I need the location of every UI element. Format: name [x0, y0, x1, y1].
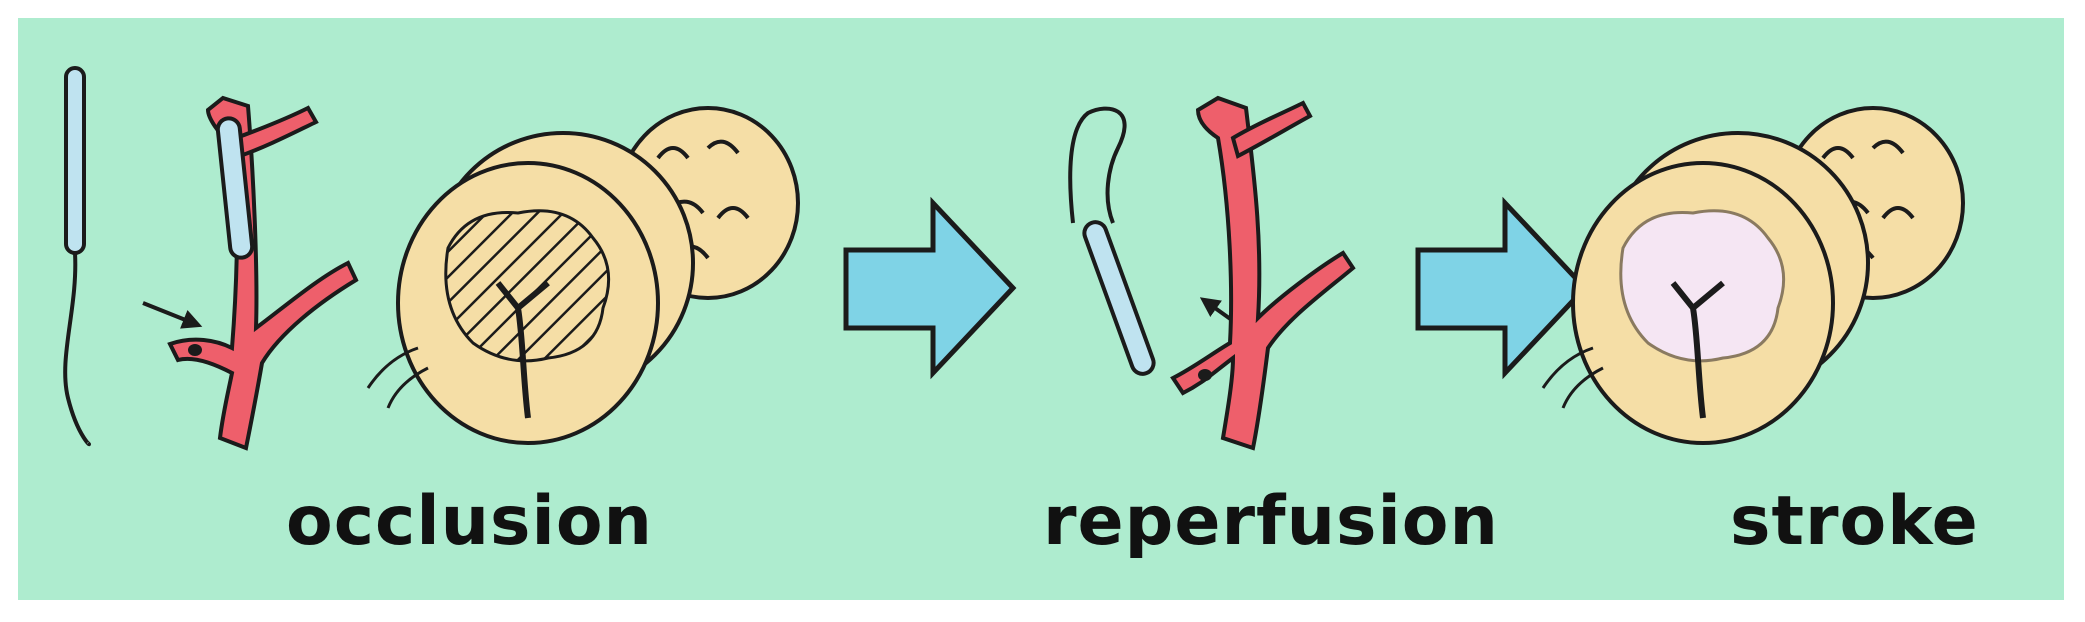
mca-vessel [495, 280, 550, 419]
brain-stem-lines [1541, 346, 1604, 409]
diagram-panel: occlusion reperfusion stroke [18, 18, 2064, 600]
infarct-hatched-area [444, 209, 611, 363]
brain-occluded [366, 106, 800, 445]
block-arrow-2 [1415, 196, 1589, 380]
block-arrow-1 [843, 196, 1017, 380]
infarct-area [1619, 209, 1786, 363]
artery-trunk [167, 95, 359, 451]
entry-point-dot [1198, 369, 1212, 381]
filament-coated-tip-withdrawn [1082, 220, 1156, 376]
stage-label-stroke: stroke [1730, 482, 1979, 561]
brain-stem-lines [366, 346, 429, 409]
filament-coated-tip [64, 66, 86, 255]
artery-reperfused [1170, 95, 1356, 451]
stage-label-occlusion: occlusion [286, 482, 653, 561]
filament-straight [63, 66, 91, 447]
entry-point-dot [188, 344, 202, 356]
artery-with-filament [142, 95, 359, 451]
stage-label-reperfusion: reperfusion [1043, 482, 1499, 561]
brain-stroke [1541, 106, 1965, 445]
filament-wire [63, 252, 91, 447]
cerebellum-folds [656, 139, 750, 260]
insertion-arrow [142, 301, 203, 329]
filament-wire-loop [1068, 106, 1127, 224]
mca-vessel [1670, 280, 1725, 419]
filament-in-artery [215, 116, 255, 260]
artery-branch-upper [1230, 100, 1313, 159]
diagram-artwork [18, 18, 2064, 600]
artery-branch-right [233, 105, 319, 159]
artery-main-reperfused [1170, 95, 1356, 451]
